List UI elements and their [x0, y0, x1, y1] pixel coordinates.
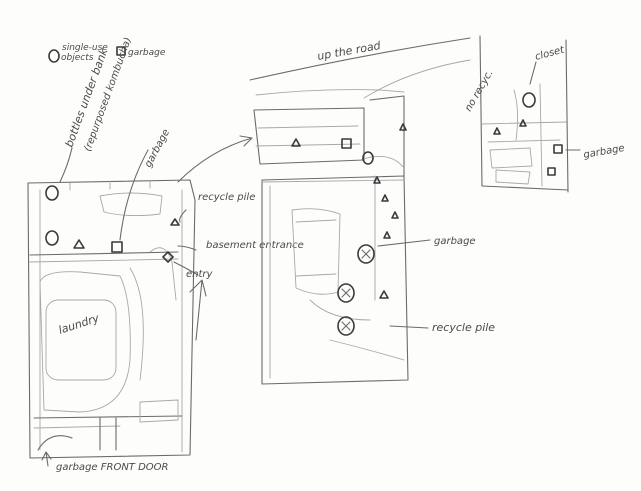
single-use-object — [337, 316, 355, 336]
recycle-mark — [493, 127, 501, 135]
label-garbage-left: garbage — [143, 128, 172, 170]
recycle-mark — [383, 231, 391, 239]
recycle-mark — [381, 194, 389, 202]
single-use-object — [362, 151, 374, 165]
legend-garbage: garbage — [128, 48, 166, 58]
single-use-object — [337, 283, 355, 303]
legend: single-use objects garbage — [48, 43, 166, 63]
laundry-area — [39, 271, 131, 413]
single-use-object — [45, 185, 59, 201]
label-garbage-front-door: garbage FRONT DOOR — [56, 462, 168, 473]
middle-building-outline — [261, 175, 409, 385]
left-building — [27, 147, 207, 467]
label-basement-entrance: basement entrance — [206, 240, 304, 251]
road-line — [249, 37, 471, 81]
label-closet: closet — [534, 44, 567, 63]
garbage-bin — [111, 241, 123, 253]
garbage-bin — [547, 167, 556, 176]
arrow — [119, 149, 149, 241]
label-recycle-pile-left: recycle pile — [198, 192, 255, 203]
recycle-mark — [373, 176, 381, 184]
recycle-mark — [291, 138, 301, 147]
bench — [99, 192, 163, 217]
recycle-mark — [391, 211, 399, 219]
single-use-object — [522, 92, 536, 108]
label-laundry: laundry — [57, 311, 101, 336]
left-building-outline — [27, 179, 196, 459]
upper-structure — [253, 107, 365, 165]
entry-marker — [162, 251, 174, 263]
label-garbage-middle: garbage — [434, 236, 476, 247]
connector-arrow — [177, 137, 253, 183]
recycle-mark — [519, 119, 527, 127]
single-use-object — [357, 244, 375, 264]
single-use-object — [45, 230, 59, 246]
label-no-recycle: no recyc. — [463, 68, 496, 113]
label-entry: entry — [186, 269, 214, 280]
recycle-mark — [73, 239, 85, 249]
garbage-bin — [553, 144, 563, 154]
label-garbage-right: garbage — [583, 143, 626, 161]
recycle-mark — [379, 290, 389, 299]
garbage-bin — [341, 138, 352, 149]
recycle-mark — [399, 123, 407, 131]
legend-single-use: single-use — [62, 43, 108, 53]
single-use-legend-icon — [48, 49, 60, 63]
label-recycle-pile-middle: recycle pile — [432, 321, 495, 334]
legend-objects: objects — [61, 53, 94, 63]
garbage-legend-icon — [116, 46, 126, 56]
right-building — [479, 35, 581, 193]
middle-building — [253, 89, 431, 385]
recycle-mark — [170, 218, 180, 226]
